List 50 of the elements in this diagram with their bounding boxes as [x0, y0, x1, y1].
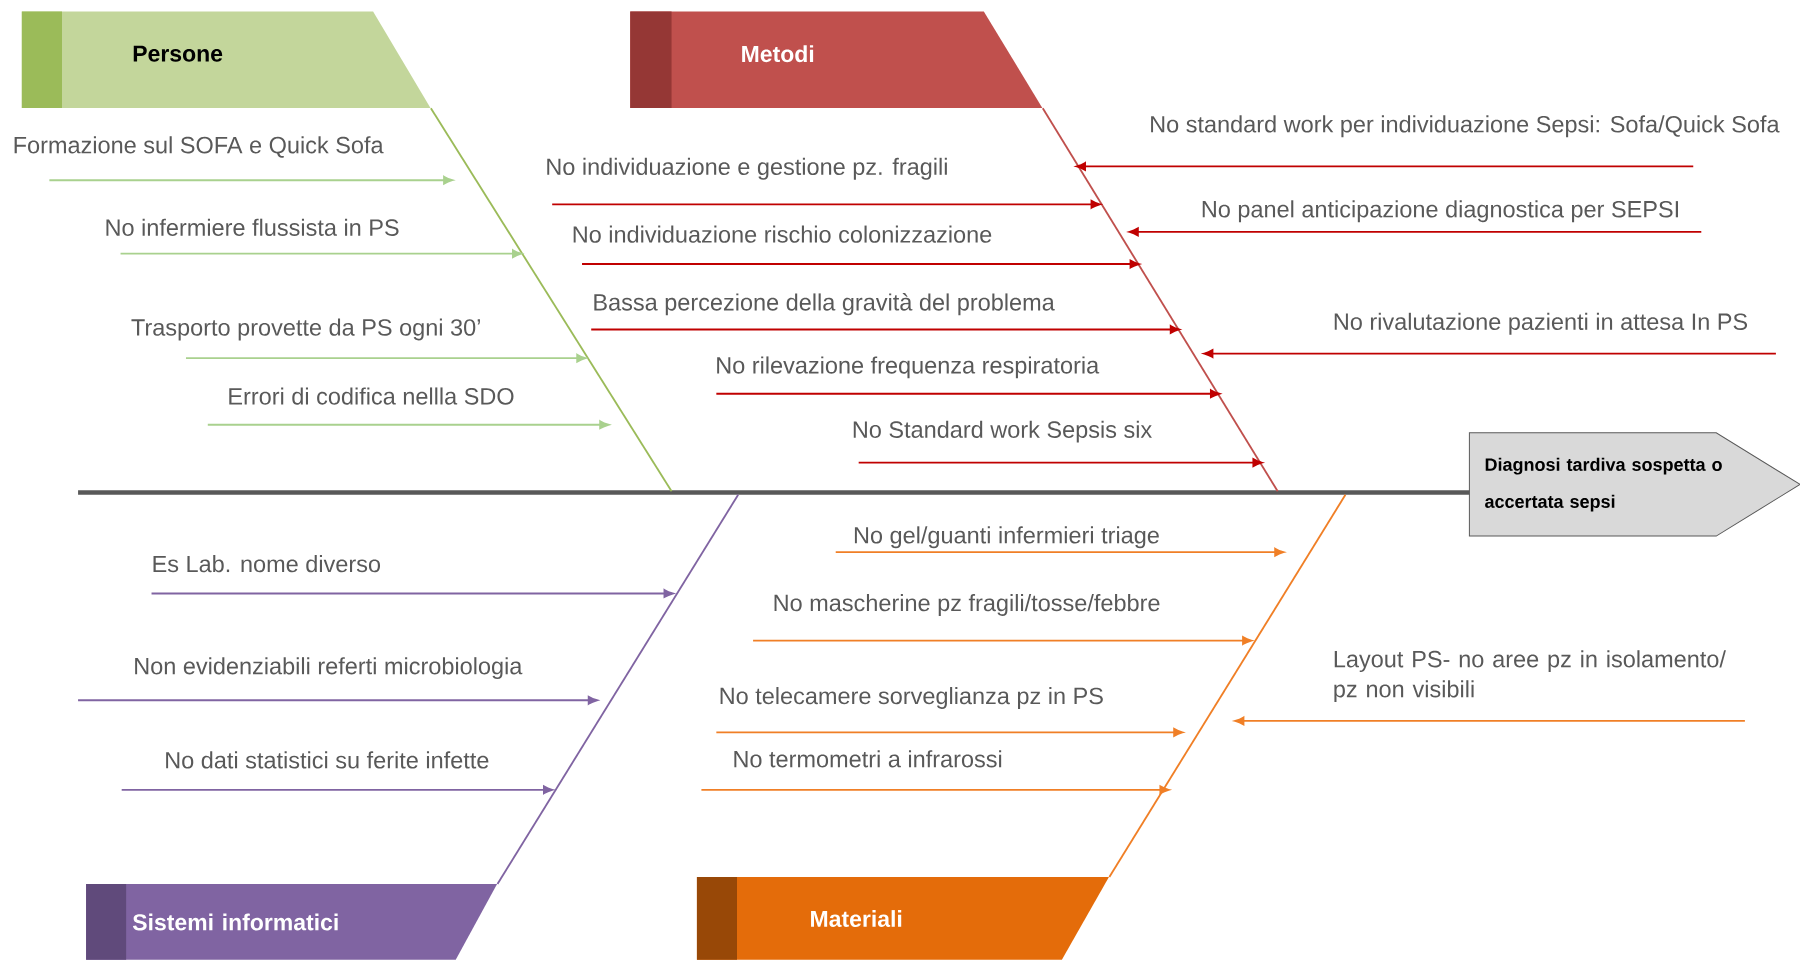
cause-text: No termometri a infrarossi [734, 750, 1002, 768]
arrow [185, 353, 587, 363]
bone-line [1041, 107, 1279, 493]
arrow [48, 175, 454, 185]
arrow [715, 728, 1184, 737]
cause-text: No Standard work Sepsis six [853, 420, 1152, 443]
arrow [120, 785, 554, 795]
arrow [715, 389, 1220, 399]
arrow [77, 695, 598, 705]
bone-line [1108, 493, 1347, 878]
cause-text: Errori di codifica nellla SDO [229, 387, 514, 405]
cause-text: No telecamere sorveglianza pz in PS [720, 687, 1103, 709]
cause-text: No dati statistici su ferite infette [166, 751, 489, 769]
arrow [1075, 162, 1695, 171]
arrow [857, 458, 1263, 468]
category-header: Sistemi informatici [86, 883, 498, 960]
arrow [206, 420, 610, 430]
arrow [150, 589, 674, 598]
cause-text: Bassa percezione della gravità del problema [594, 293, 1055, 316]
cause-text: Trasporto provette da PS ogni 30’ [131, 318, 480, 341]
cause-text: Formazione sul SOFA e Quick Sofa [14, 136, 384, 158]
category-header: Metodi [630, 11, 1043, 108]
cause-text: No rilevazione frequenza respiratoria [717, 356, 1100, 379]
category-header: Persone [21, 11, 431, 108]
arrow [700, 785, 1170, 795]
category-header: Materiali [696, 877, 1109, 960]
cause-text: No standard work per individuazione Sepsi: Sofa/Quick Sofa [1151, 115, 1780, 138]
cause-text: No infermiere flussista in PS [106, 218, 399, 236]
cause-text: No mascherine pz fragili/tosse/febbre [774, 594, 1160, 616]
cause-text: Es Lab. nome diverso [153, 555, 381, 573]
arrow [1234, 716, 1746, 726]
cause-text: No panel anticipazione diagnostica per SEPSI [1202, 200, 1678, 223]
effect-box: Diagnosi tardiva sospetta o accertata sepsi [1468, 432, 1800, 537]
arrow [581, 259, 1140, 269]
arrow [590, 325, 1180, 334]
spine-line [78, 490, 1470, 495]
arrow [752, 636, 1253, 645]
bone-line [429, 107, 673, 493]
arrow [1203, 349, 1777, 358]
cause-text: No individuazione e gestione pz. fragili [547, 157, 947, 180]
arrow [834, 547, 1285, 557]
bone-line [496, 493, 740, 885]
cause-text: No rivalutazione pazienti in attesa In PS [1334, 312, 1748, 335]
cause-text: Layout PS- no aree pz in isolamento/ pz non visibili [1334, 650, 1726, 703]
cause-text: Non evidenziabili referti microbiologia [135, 657, 523, 680]
arrow [1128, 227, 1703, 237]
arrow [551, 199, 1101, 209]
cause-text: No gel/guanti infermieri triage [854, 526, 1159, 549]
arrow [119, 249, 523, 259]
cause-text: No individuazione rischio colonizzazione [573, 225, 992, 243]
